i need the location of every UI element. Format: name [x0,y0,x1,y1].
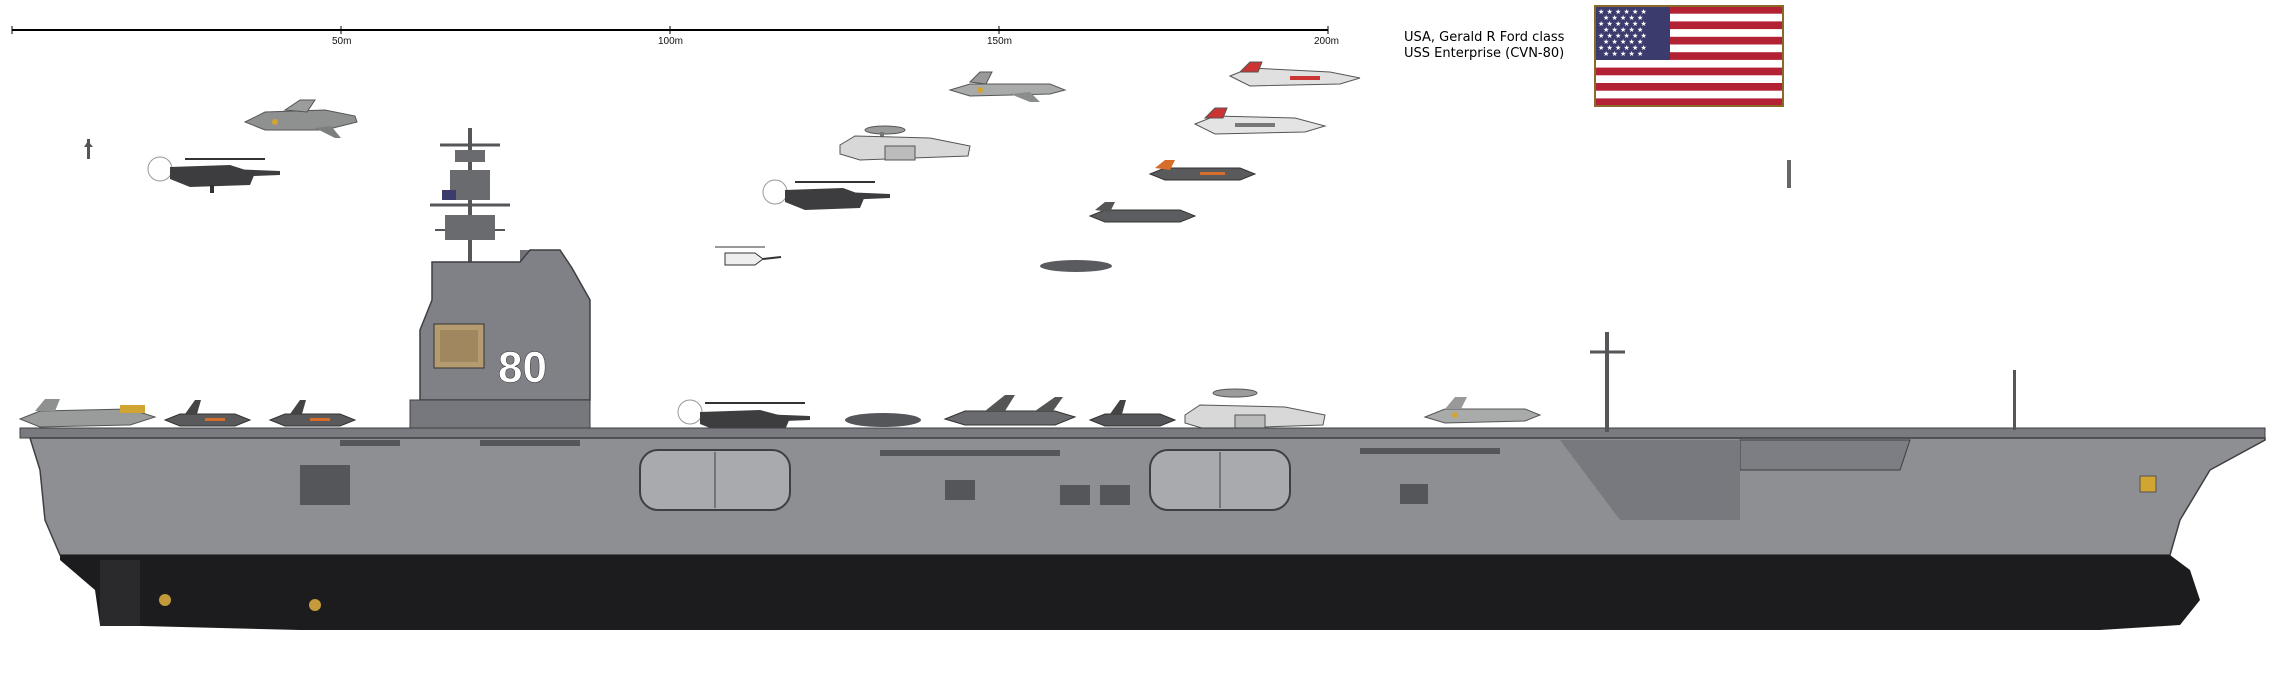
ea6-prowler-aircraft-icon [18,399,157,428]
f35-aircraft-icon [1088,400,1177,427]
svg-text:★ ★ ★ ★ ★: ★ ★ ★ ★ ★ [1603,14,1643,22]
helicopter-icon [762,179,890,210]
e2-hawkeye-aircraft-icon [1184,388,1326,430]
svg-text:★ ★ ★ ★ ★ ★: ★ ★ ★ ★ ★ ★ [1598,20,1647,28]
deck-mast [1590,332,2016,432]
ea18-prowler-aircraft-icon [243,99,358,138]
missile-icon [84,139,93,159]
f14-tomcat-aircraft-icon [1193,107,1327,135]
f35-aircraft-icon [1088,202,1197,223]
light-helicopter-icon [715,246,782,266]
svg-text:★ ★ ★ ★ ★ ★: ★ ★ ★ ★ ★ ★ [1598,8,1647,16]
island-superstructure: 80 [409,128,591,429]
fa18-hornet-aircraft-icon [948,71,1067,102]
e2-hawkeye-aircraft-icon [839,125,971,161]
f35-aircraft-icon [163,400,252,427]
scale-tick-50m: 50m [332,36,351,47]
usa-flag-icon: ★ ★ ★ ★ ★ ★ ★ ★ ★ ★ ★ ★ ★ ★ ★ ★ ★ ★ ★ ★ … [1594,5,1784,107]
missile-icon [1787,160,1791,188]
drone-icon [1040,260,1112,272]
svg-text:★ ★ ★ ★ ★ ★: ★ ★ ★ ★ ★ ★ [1598,44,1647,52]
svg-text:★ ★ ★ ★ ★: ★ ★ ★ ★ ★ [1603,50,1643,58]
scale-tick-150m: 150m [987,36,1012,47]
drone-icon [845,413,921,427]
ship-class-label: USA, Gerald R Ford class [1404,30,1565,45]
deck-aircraft-group [18,388,1542,432]
ship-name-label: USS Enterprise (CVN-80) [1404,46,1565,61]
ship-hull [19,427,2266,630]
svg-text:★ ★ ★ ★ ★ ★: ★ ★ ★ ★ ★ ★ [1598,32,1647,40]
hull-number: 80 [498,343,547,392]
svg-text:★ ★ ★ ★ ★: ★ ★ ★ ★ ★ [1603,26,1643,34]
fa18-hornet-aircraft-icon [1423,397,1542,424]
scale-bar: 50m 100m 150m 200m [11,26,1339,47]
f35-aircraft-icon [1148,160,1257,181]
f18-folded-aircraft-icon [943,395,1077,426]
helicopter-icon [147,156,280,193]
scale-tick-100m: 100m [658,36,683,47]
f14-tomcat-aircraft-icon [1228,61,1361,87]
scale-tick-200m: 200m [1314,36,1339,47]
f35-aircraft-icon [268,400,357,427]
helicopter-icon [677,399,810,432]
svg-text:★ ★ ★ ★ ★: ★ ★ ★ ★ ★ [1603,38,1643,46]
